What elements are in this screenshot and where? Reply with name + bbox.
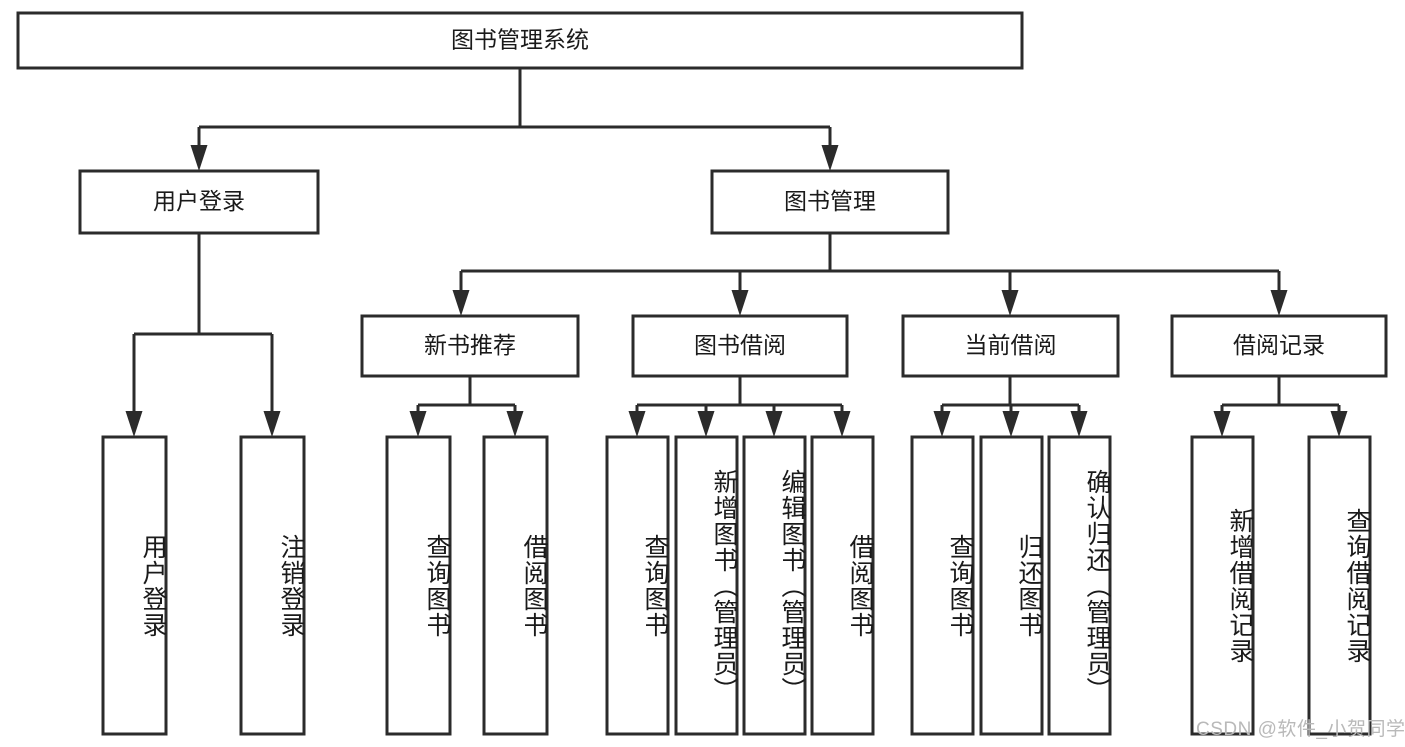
- arrow-head-icon: [190, 145, 208, 171]
- connector-group-user-login-to-leaves: [125, 233, 281, 437]
- arrow-head-icon: [765, 411, 783, 437]
- arrow-head-icon: [628, 411, 646, 437]
- node-box-book-management[interactable]: [710, 169, 950, 235]
- node-label-current-borrow: 当前借阅: [965, 332, 1057, 358]
- node-box-leaf-query-books-borrow[interactable]: [605, 435, 670, 736]
- node-box-book-borrow[interactable]: [631, 314, 849, 378]
- node-box-root[interactable]: [16, 11, 1024, 70]
- node-box-leaf-return-books[interactable]: [979, 435, 1044, 736]
- node-box-leaf-query-books-recommend[interactable]: [385, 435, 452, 736]
- arrow-head-icon: [409, 411, 427, 437]
- node-box-leaf-logout[interactable]: [239, 435, 306, 736]
- arrow-head-icon: [821, 145, 839, 171]
- arrow-head-icon: [506, 411, 524, 437]
- arrow-head-icon: [1330, 411, 1348, 437]
- node-box-leaf-edit-book-admin[interactable]: [742, 435, 807, 736]
- connector-group-borrow-records-to-leaves: [1213, 376, 1348, 437]
- arrow-head-icon: [452, 290, 470, 316]
- connector-group-book-borrow-to-leaves: [628, 376, 851, 437]
- node-box-leaf-add-book-admin[interactable]: [674, 435, 739, 736]
- node-box-leaf-confirm-return-admin[interactable]: [1047, 435, 1112, 736]
- node-box-leaf-borrow-books[interactable]: [810, 435, 875, 736]
- node-label-root: 图书管理系统: [451, 27, 589, 53]
- node-box-new-book-recommend[interactable]: [360, 314, 580, 378]
- node-label-user-login: 用户登录: [153, 188, 245, 214]
- node-label-book-management: 图书管理: [784, 188, 876, 214]
- arrow-head-icon: [125, 411, 143, 437]
- node-box-leaf-query-books-current[interactable]: [910, 435, 975, 736]
- connector-group-root-to-level2: [190, 68, 839, 171]
- connector-group-new-book-recommend-to-leaves: [409, 376, 524, 437]
- connector-group-current-borrow-to-leaves: [933, 376, 1088, 437]
- node-box-leaf-borrow-books-recommend[interactable]: [482, 435, 549, 736]
- connector-group-book-management-to-level3: [452, 233, 1288, 316]
- node-box-borrow-records[interactable]: [1170, 314, 1388, 378]
- arrow-head-icon: [1001, 290, 1019, 316]
- node-label-borrow-records: 借阅记录: [1233, 332, 1325, 358]
- node-box-leaf-query-borrow-record[interactable]: [1307, 435, 1372, 736]
- node-label-book-borrow: 图书借阅: [694, 332, 786, 358]
- node-box-current-borrow[interactable]: [901, 314, 1120, 378]
- arrow-head-icon: [1270, 290, 1288, 316]
- node-box-layer: [16, 11, 1388, 736]
- node-box-leaf-user-login[interactable]: [101, 435, 168, 736]
- watermark-text: CSDN @软件_小贺同学: [1196, 719, 1405, 740]
- arrow-head-icon: [1002, 411, 1020, 437]
- node-box-leaf-add-borrow-record[interactable]: [1190, 435, 1255, 736]
- arrow-head-icon: [731, 290, 749, 316]
- arrow-head-icon: [697, 411, 715, 437]
- arrow-head-icon: [833, 411, 851, 437]
- node-box-user-login[interactable]: [78, 169, 320, 235]
- arrow-head-icon: [933, 411, 951, 437]
- arrow-head-icon: [263, 411, 281, 437]
- connector-layer: [125, 68, 1348, 437]
- node-label-new-book-recommend: 新书推荐: [424, 332, 516, 358]
- arrow-head-icon: [1213, 411, 1231, 437]
- arrow-head-icon: [1070, 411, 1088, 437]
